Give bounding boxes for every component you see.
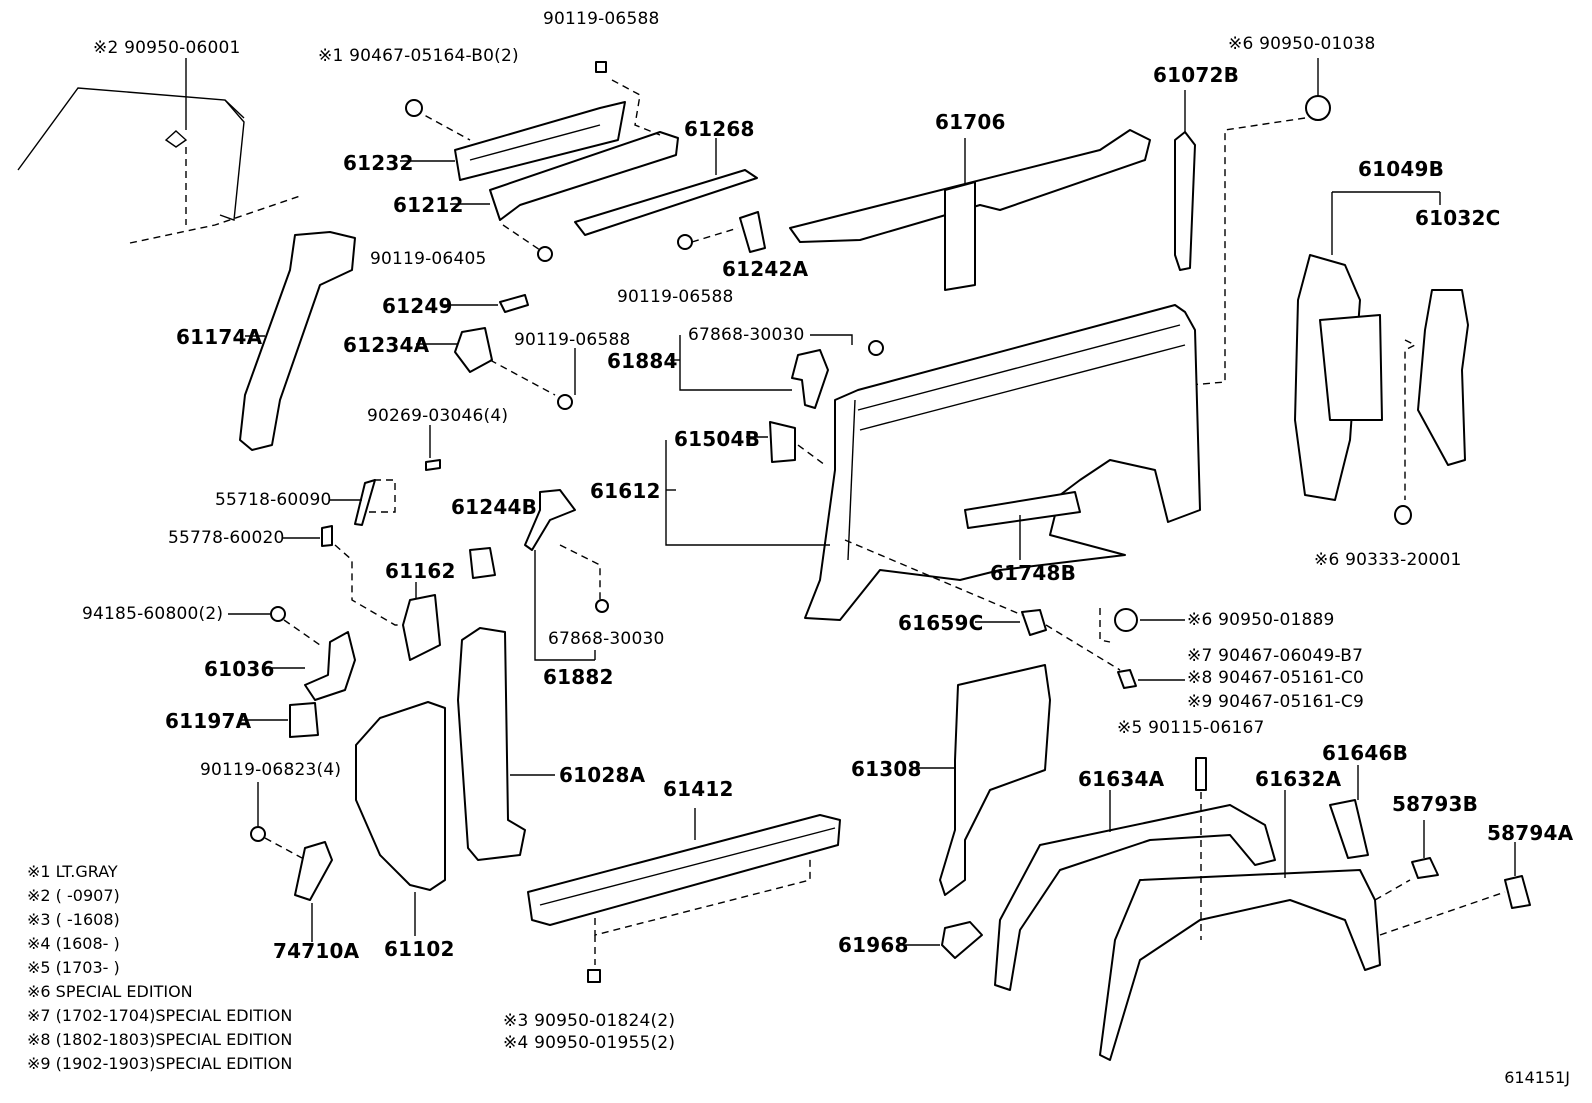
label-58794A: 58794A — [1487, 821, 1574, 845]
footnote: ※9 (1902-1903)SPECIAL EDITION — [27, 1054, 293, 1073]
label-61412: 61412 — [663, 777, 734, 801]
grommet-upper — [1189, 58, 1331, 386]
label-61032C: 61032C — [1415, 206, 1501, 230]
label-90467-05161-C9: ※9 90467-05161-C9 — [1187, 692, 1364, 712]
footnote: ※5 (1703- ) — [27, 958, 120, 977]
label-61706: 61706 — [935, 110, 1006, 134]
label-90119-06823: 90119-06823(4) — [200, 760, 342, 780]
label-90269-03046: 90269-03046(4) — [367, 406, 509, 426]
label-61232: 61232 — [343, 151, 414, 175]
label-90119-06588-mid: 90119-06588 — [617, 287, 734, 307]
label-90119-06405: 90119-06405 — [370, 249, 487, 269]
label-61036: 61036 — [204, 657, 275, 681]
footnote: ※8 (1802-1803)SPECIAL EDITION — [27, 1030, 293, 1049]
label-90467-05164: ※1 90467-05164-B0(2) — [318, 46, 519, 66]
footnote: ※4 (1608- ) — [27, 934, 120, 953]
footnote: ※3 ( -1608) — [27, 910, 120, 929]
label-90467-05161-C0: ※8 90467-05161-C0 — [1187, 668, 1364, 688]
label-58793B: 58793B — [1392, 792, 1479, 816]
strip-61072B — [1174, 90, 1196, 271]
cross-member-61706 — [789, 129, 1151, 291]
label-61882: 61882 — [543, 665, 614, 689]
label-74710A: 74710A — [273, 939, 360, 963]
label-61049B: 61049B — [1358, 157, 1445, 181]
label-90950-01824: ※3 90950-01824(2) — [503, 1011, 676, 1031]
rocker-61412 — [527, 808, 841, 983]
bracket-61884 — [670, 334, 884, 409]
label-61504B: 61504B — [674, 427, 761, 451]
label-55718-60090: 55718-60090 — [215, 490, 332, 510]
label-90467-06049: ※7 90467-06049-B7 — [1187, 646, 1364, 666]
label-90950-01889: ※6 90950-01889 — [1187, 610, 1335, 630]
label-61968: 61968 — [838, 933, 909, 957]
label-61659C: 61659C — [898, 611, 984, 635]
small-brackets — [416, 294, 576, 410]
label-61102: 61102 — [384, 937, 455, 961]
label-61174A: 61174A — [176, 325, 263, 349]
clip-61659C — [844, 539, 1185, 689]
label-61308: 61308 — [851, 757, 922, 781]
roof-rail-parts — [400, 61, 758, 262]
label-61748B: 61748B — [990, 561, 1077, 585]
small-rear-parts — [1329, 765, 1531, 936]
footnote: ※1 LT.GRAY — [27, 862, 118, 881]
rear-panel-parts — [1294, 191, 1469, 525]
figure-id: 614151J — [1504, 1068, 1570, 1087]
windshield-outline — [17, 58, 301, 244]
label-61244B: 61244B — [451, 495, 538, 519]
brackets-61244B-61882 — [469, 489, 609, 661]
plate-61504B — [746, 421, 826, 466]
label-61268: 61268 — [684, 117, 755, 141]
footnote: ※2 ( -0907) — [27, 886, 120, 905]
footnote: ※6 SPECIAL EDITION — [27, 982, 193, 1001]
pillar-61174A — [239, 231, 356, 451]
label-90119-06588-low: 90119-06588 — [514, 330, 631, 350]
label-90115-06167: ※5 90115-06167 — [1117, 718, 1265, 738]
label-90950-01955: ※4 90950-01955(2) — [503, 1033, 676, 1053]
label-61884: 61884 — [607, 349, 678, 373]
label-55778-60020: 55778-60020 — [168, 528, 285, 548]
label-61212: 61212 — [393, 193, 464, 217]
label-61632A: 61632A — [1255, 767, 1342, 791]
label-61242A: 61242A — [722, 257, 809, 281]
label-94185-60800: 94185-60800(2) — [82, 604, 224, 624]
pillar-hardware — [228, 425, 441, 646]
label-61028A: 61028A — [559, 763, 646, 787]
label-67868-30030-top: 67868-30030 — [688, 325, 805, 345]
brackets-left-lower — [240, 582, 441, 738]
footnote-list: ※1 LT.GRAY ※2 ( -0907) ※3 ( -1608) ※4 (1… — [27, 862, 292, 1073]
side-panel-61612 — [665, 304, 1201, 621]
label-61234A: 61234A — [343, 333, 430, 357]
label-67868-30030-low: 67868-30030 — [548, 629, 665, 649]
wheel-housings — [994, 757, 1411, 1061]
label-90119-06588-top: 90119-06588 — [543, 9, 660, 29]
label-61634A: 61634A — [1078, 767, 1165, 791]
label-61646B: 61646B — [1322, 741, 1409, 765]
quarter-inner-61308 — [900, 664, 1051, 959]
bracket-61242A — [677, 211, 766, 253]
footnote: ※7 (1702-1704)SPECIAL EDITION — [27, 1006, 293, 1025]
label-90333-20001: ※6 90333-20001 — [1314, 550, 1462, 570]
label-61249: 61249 — [382, 294, 453, 318]
label-61612: 61612 — [590, 479, 661, 503]
inner-panels — [250, 627, 555, 942]
label-90950-06001: ※2 90950-06001 — [93, 38, 241, 58]
label-61162: 61162 — [385, 559, 456, 583]
label-61072B: 61072B — [1153, 63, 1240, 87]
label-61197A: 61197A — [165, 709, 252, 733]
label-90950-01038: ※6 90950-01038 — [1228, 34, 1376, 54]
